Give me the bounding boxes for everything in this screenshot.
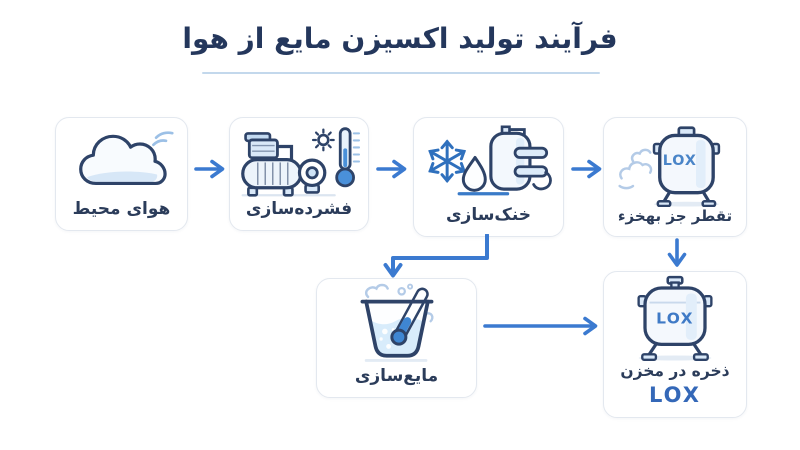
step-cooling: خنک‌سازی [413,117,564,237]
page-title: فرآیند تولید اکسیزن مایع از هوا [182,22,618,55]
storage-tank-icon: LOX [608,274,742,362]
beaker-icon [321,282,472,366]
tank-lox-label: LOX [663,153,697,169]
arrow-compression-to-cooling-icon [376,159,407,179]
step-label: تقطر جز بهخزء [617,207,733,226]
cooling-icon [418,124,559,205]
step-ambient-air: هوای محیط [55,117,188,231]
step-label: فشرده‌سازی [245,198,353,219]
storage-lox-caption: LOX [649,383,701,407]
connector-cooling-to-liquefaction-icon [383,234,489,278]
step-label: خنک‌سازی [445,204,532,225]
step-label: ذخره در مخزن [620,361,730,380]
arrow-liquefaction-to-storage-icon [483,316,598,336]
step-storage: LOX ذخره در مخزن LOX [603,271,747,418]
arrow-distillation-to-storage-icon [667,238,687,267]
step-label: مایع‌سازی [354,365,439,386]
step-compression: فشرده‌سازی [229,117,369,231]
step-distillation: LOX تقطر جز بهخزء [603,117,747,237]
arrow-air-to-compression-icon [194,159,225,179]
step-label: هوای محیط [72,198,171,219]
tank-lox-label: LOX [656,309,694,327]
compressor-icon [234,124,364,199]
distillation-tank-icon: LOX [608,123,742,208]
title-underline [202,72,600,74]
arrow-cooling-to-distillation-icon [571,159,602,179]
cloud-icon [60,124,183,199]
step-liquefaction: مایع‌سازی [316,278,477,398]
